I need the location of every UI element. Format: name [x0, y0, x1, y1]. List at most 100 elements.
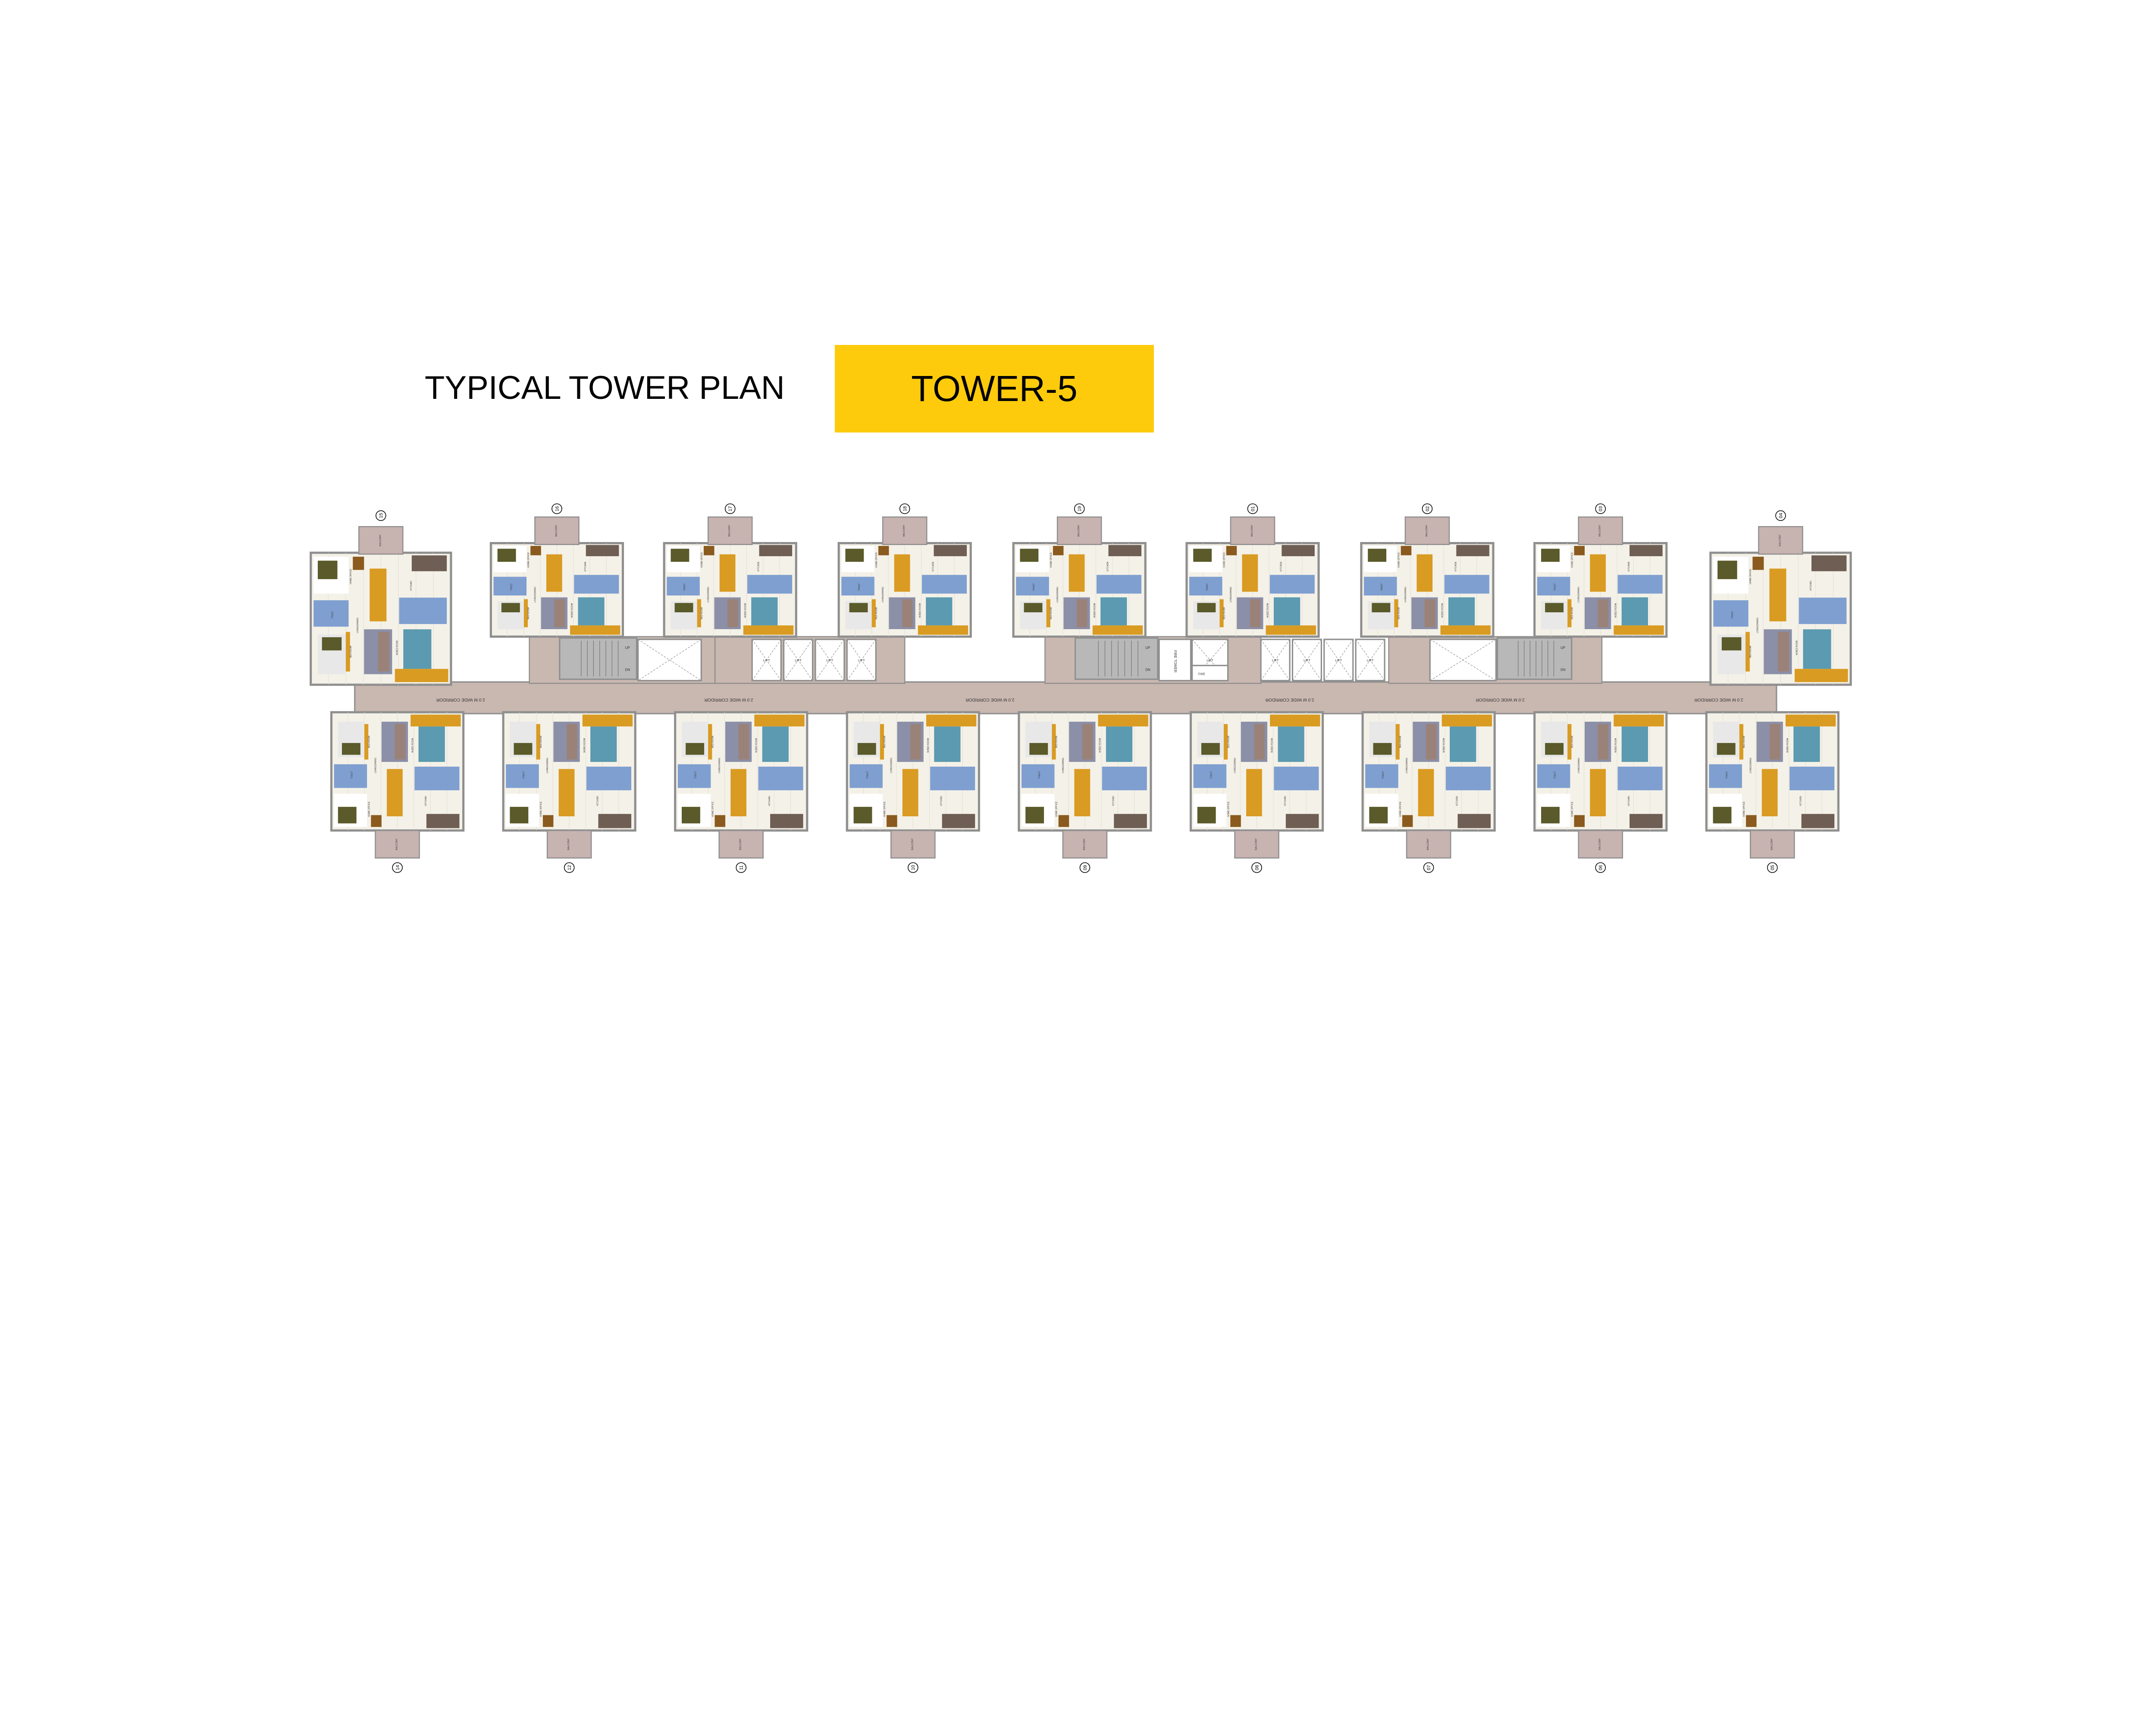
- room-label: TOILET: [1382, 771, 1385, 779]
- unit-number: 08: [1254, 865, 1260, 870]
- stair-up-label: UP: [1561, 646, 1565, 650]
- desk: [1713, 807, 1732, 824]
- room-label: HOME OFFICE: [711, 801, 714, 817]
- unit-number-circle: [1775, 510, 1786, 521]
- room-label: TOILET: [1381, 583, 1383, 591]
- wardrobe: [1440, 625, 1491, 635]
- toilet: [493, 577, 527, 595]
- balcony: [1578, 516, 1623, 545]
- sofa: [1077, 599, 1087, 627]
- room-label: KITCHEN: [1454, 561, 1457, 571]
- toilet: [334, 764, 367, 788]
- wardrobe: [871, 599, 876, 627]
- dining-table: [387, 769, 403, 817]
- cabinet: [887, 815, 897, 827]
- toilet: [574, 575, 619, 594]
- room-label: KITCHEN: [768, 796, 771, 806]
- dining-table: [1074, 769, 1091, 817]
- room-label: LIVING/DINING: [375, 758, 377, 773]
- dining-table: [1769, 568, 1786, 622]
- sofa: [1254, 724, 1265, 760]
- room-label: HOME OFFICE: [1399, 801, 1402, 817]
- corridor: [354, 681, 1777, 714]
- dining-table: [370, 568, 387, 622]
- unit-number-circle: [736, 862, 747, 873]
- wardrobe: [523, 599, 528, 627]
- wardrobe: [536, 724, 540, 760]
- balcony-label: BALCONY: [740, 838, 742, 850]
- room-label: HOME OFFICE: [1749, 569, 1752, 584]
- unit-number: 09: [1083, 865, 1088, 870]
- dining-table: [1246, 769, 1262, 817]
- room-label: HOME OFFICE: [1056, 801, 1058, 817]
- shaft-cross: [1292, 639, 1322, 681]
- fire-lift-label: FIRE: [1198, 673, 1205, 676]
- shaft-cross: [1355, 639, 1385, 681]
- wardrobe: [1745, 632, 1750, 672]
- balcony-label: BALCONY: [396, 838, 398, 850]
- toilet: [1537, 764, 1570, 788]
- balcony-label: BALCONY: [1427, 838, 1429, 850]
- sofa: [1424, 599, 1435, 627]
- wardrobe: [926, 714, 977, 727]
- wardrobe: [754, 714, 805, 727]
- unit-number-circle: [1079, 862, 1091, 873]
- cabinet: [542, 815, 554, 827]
- apartment-unit-11: HOME OFFICEKITCHENTOILETLIVING/DININGBED…: [674, 711, 808, 873]
- room-label: BED ROOM: [1571, 736, 1573, 748]
- fire-tower-label: FIRE TOWER: [1173, 650, 1178, 673]
- stair-down-label: DN: [625, 668, 630, 672]
- desk: [1020, 548, 1039, 562]
- lift-label: LIFT: [763, 658, 770, 662]
- bed-cover: [1024, 603, 1043, 613]
- corridor-label: 2.0 M WIDE CORRIDOR: [1476, 697, 1524, 702]
- balcony-label: BALCONY: [1251, 525, 1253, 537]
- lift-label: LIFT: [1335, 658, 1342, 662]
- lift-label: LIFT: [795, 658, 802, 662]
- unit-number-circle: [552, 503, 562, 514]
- sofa: [727, 599, 738, 627]
- sofa: [567, 724, 577, 760]
- shaft-cross: [783, 639, 813, 681]
- desk: [338, 807, 357, 824]
- room-label: LIVING/DINING: [1404, 587, 1407, 602]
- unit-number: 15: [379, 513, 384, 518]
- toilet: [1016, 577, 1049, 595]
- bed-cover: [1721, 637, 1742, 651]
- unit-number: 12: [567, 865, 572, 870]
- stair-up-label: UP: [625, 646, 630, 650]
- room-label: LIVING/DINING: [1062, 758, 1065, 773]
- room-label: TOILET: [695, 771, 697, 779]
- cabinet: [1746, 815, 1757, 827]
- kitchen-counter: [942, 814, 975, 828]
- bed-cover: [322, 637, 342, 651]
- tower-name: TOWER-5: [911, 368, 1078, 409]
- room-label: BED ROOM: [527, 607, 530, 619]
- cabinet: [1053, 546, 1064, 555]
- dining-table: [1418, 769, 1434, 817]
- room-label: TOILET: [1038, 771, 1041, 779]
- master-bed: [590, 726, 617, 762]
- unit-number: 05: [1770, 865, 1775, 870]
- sofa: [378, 632, 389, 672]
- dining-table: [1416, 554, 1433, 592]
- lift-label: LIFT: [827, 658, 834, 662]
- room-label: TOILET: [683, 583, 686, 591]
- unit-number-circle: [1767, 862, 1778, 873]
- master-bed: [1273, 597, 1300, 626]
- kitchen-counter: [411, 555, 447, 571]
- room-label: TOILET: [1206, 583, 1209, 591]
- master-bed: [926, 597, 953, 626]
- unit-number: 14: [395, 865, 400, 870]
- desk: [510, 807, 529, 824]
- sofa: [1082, 724, 1093, 760]
- unit-number-circle: [1422, 503, 1433, 514]
- unit-number-circle: [899, 503, 910, 514]
- balcony-label: BALCONY: [728, 525, 731, 537]
- room-label: KITCHEN: [1628, 561, 1630, 571]
- balcony-label: BALCONY: [567, 838, 570, 850]
- toilet: [1713, 600, 1749, 627]
- sofa: [1777, 632, 1789, 672]
- room-label: KITCHEN: [1280, 561, 1282, 571]
- room-label: BED ROOM: [711, 736, 714, 748]
